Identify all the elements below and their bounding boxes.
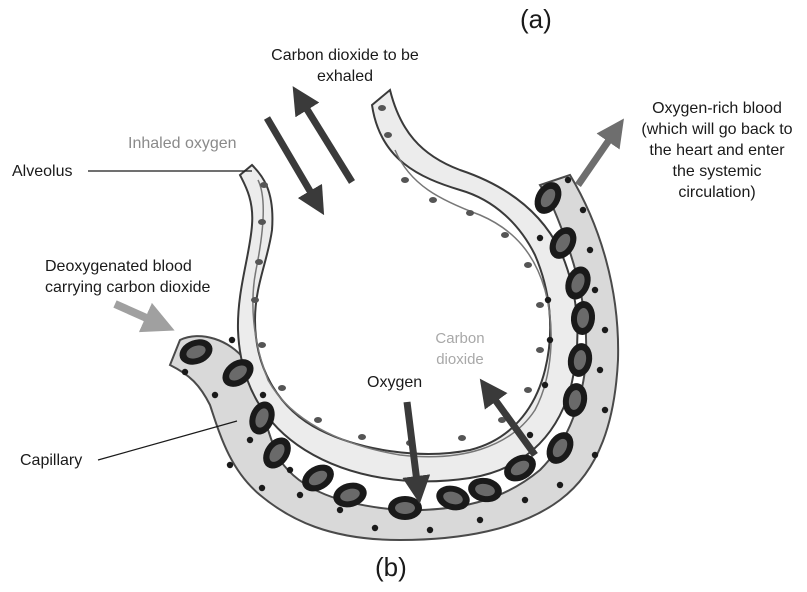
capillary-wall-nucleus: [547, 337, 553, 343]
alveolar-cell-nucleus: [384, 132, 392, 138]
deoxygenated-blood-arrow: [115, 304, 160, 324]
alveolar-cell-nucleus: [466, 210, 474, 216]
alveolar-cell-nucleus: [358, 434, 366, 440]
panel-label-b: (b): [375, 552, 407, 583]
capillary-wall-nucleus: [427, 527, 433, 533]
capillary-wall-nucleus: [260, 392, 266, 398]
capillary-wall-nucleus: [545, 297, 551, 303]
alveolar-cell-nucleus: [258, 342, 266, 348]
capillary-wall-nucleus: [557, 482, 563, 488]
label-capillary: Capillary: [20, 450, 82, 471]
capillary-wall-nucleus: [227, 462, 233, 468]
label-co2-exhaled: Carbon dioxide to be exhaled: [250, 45, 440, 87]
capillary-wall-nucleus: [297, 492, 303, 498]
capillary-wall-nucleus: [592, 452, 598, 458]
capillary-wall-nucleus: [597, 367, 603, 373]
alveolar-cell-nucleus: [255, 259, 263, 265]
alveolar-cell-nucleus: [536, 302, 544, 308]
capillary-wall-nucleus: [580, 207, 586, 213]
capillary-wall-nucleus: [522, 497, 528, 503]
panel-label-a: (a): [520, 4, 552, 35]
inhaled-oxygen-arrow: [267, 118, 317, 203]
capillary-wall-nucleus: [182, 369, 188, 375]
capillary-wall-nucleus: [372, 525, 378, 531]
alveolar-cell-nucleus: [260, 182, 268, 188]
co2-exhaled-arrow: [300, 98, 352, 182]
capillary-wall-nucleus: [259, 485, 265, 491]
oxygen-rich-blood-arrow: [578, 130, 616, 185]
label-oxygen: Oxygen: [367, 372, 422, 393]
capillary-wall-nucleus: [229, 337, 235, 343]
capillary-wall-nucleus: [477, 517, 483, 523]
label-oxygen-rich-blood: Oxygen-rich blood (which will go back to…: [638, 98, 796, 203]
label-inhaled-oxygen: Inhaled oxygen: [128, 133, 237, 154]
label-deoxygenated-blood: Deoxygenated blood carrying carbon dioxi…: [45, 256, 235, 298]
capillary-wall-nucleus: [212, 392, 218, 398]
capillary-wall-nucleus: [287, 467, 293, 473]
alveolar-cell-nucleus: [251, 297, 259, 303]
capillary-wall-nucleus: [247, 437, 253, 443]
label-alveolus: Alveolus: [12, 161, 72, 182]
capillary-wall-nucleus: [587, 247, 593, 253]
capillary-wall-nucleus: [527, 432, 533, 438]
capillary-wall-nucleus: [592, 287, 598, 293]
alveolar-cell-nucleus: [314, 417, 322, 423]
capillary-wall-nucleus: [565, 177, 571, 183]
alveolar-cell-nucleus: [501, 232, 509, 238]
capillary-wall-nucleus: [337, 507, 343, 513]
alveolar-cell-nucleus: [524, 387, 532, 393]
alveolar-cell-nucleus: [378, 105, 386, 111]
capillary-wall-nucleus: [537, 235, 543, 241]
capillary-wall-nucleus: [542, 382, 548, 388]
capillary-leader-line: [98, 421, 237, 460]
alveolar-cell-nucleus: [524, 262, 532, 268]
red-blood-cell-center: [395, 502, 415, 514]
capillary-wall-nucleus: [602, 407, 608, 413]
label-carbon-dioxide: Carbon dioxide: [420, 328, 500, 370]
alveolar-cell-nucleus: [401, 177, 409, 183]
capillary-wall-nucleus: [602, 327, 608, 333]
alveolar-cell-nucleus: [458, 435, 466, 441]
alveolar-cell-nucleus: [258, 219, 266, 225]
alveolar-cell-nucleus: [429, 197, 437, 203]
alveolar-cell-nucleus: [536, 347, 544, 353]
alveolar-cell-nucleus: [278, 385, 286, 391]
